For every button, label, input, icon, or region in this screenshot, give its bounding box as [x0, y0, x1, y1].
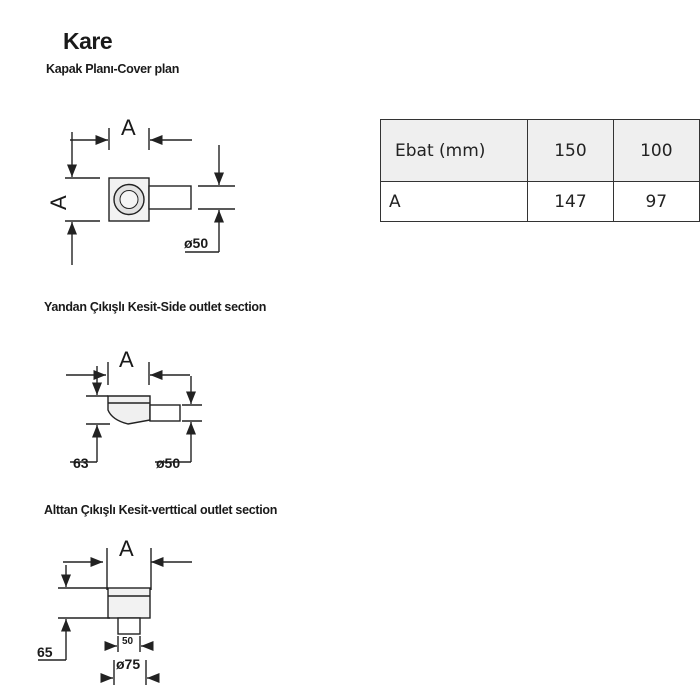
- cover-dim-a-left: A: [46, 195, 71, 210]
- vertical-outlet-caption: Alttan Çıkışlı Kesit-verttical outlet se…: [44, 503, 278, 517]
- table-cell: 97: [612, 181, 700, 222]
- vertical-inner-label: 50: [122, 636, 134, 647]
- vertical-outlet-drawing: [38, 548, 192, 685]
- vertical-height-label: 65: [37, 644, 53, 660]
- vertical-dim-a: A: [119, 536, 134, 561]
- side-dim-a: A: [119, 347, 134, 372]
- table-cell: 147: [527, 181, 614, 222]
- table-header-row: Ebat (mm) 150 100: [379, 119, 700, 182]
- table-header-cell: 150: [527, 119, 614, 182]
- vertical-outer-label: ø75: [116, 656, 140, 672]
- table-header-cell: 100: [612, 119, 700, 182]
- table-header-cell: Ebat (mm): [379, 119, 529, 182]
- side-outlet-caption: Yandan Çıkışlı Kesit-Side outlet section: [44, 300, 267, 314]
- table-cell: A: [379, 181, 529, 222]
- cover-plan-caption: Kapak Planı-Cover plan: [46, 62, 180, 76]
- dimension-table: Ebat (mm) 150 100 A 147 97: [379, 119, 700, 222]
- cover-plan-drawing: [65, 128, 235, 265]
- side-outlet-drawing: [66, 362, 202, 463]
- cover-dim-a-top: A: [121, 115, 136, 140]
- cover-pipe-label: ø50: [184, 235, 208, 251]
- side-pipe-label: ø50: [156, 455, 180, 471]
- page-title: Kare: [63, 28, 113, 54]
- side-height-label: 63: [73, 455, 89, 471]
- table-row: A 147 97: [379, 181, 700, 222]
